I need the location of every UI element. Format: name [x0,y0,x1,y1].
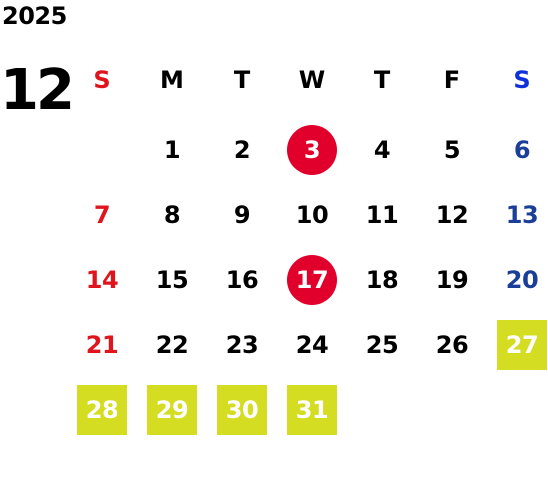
weekday-fri: F [443,66,461,94]
month-label: 12 [0,58,75,123]
day-27: 27 [497,320,547,370]
day-5: 5 [443,136,461,164]
day-25: 25 [365,331,399,359]
weekday-tue: T [233,66,251,94]
day-12: 12 [435,201,469,229]
day-28: 28 [77,385,127,435]
day-2: 2 [233,136,251,164]
day-10: 10 [295,201,329,229]
day-23: 23 [225,331,259,359]
day-1: 1 [163,136,181,164]
day-15: 15 [155,266,189,294]
day-13: 13 [505,201,539,229]
day-22: 22 [155,331,189,359]
day-26: 26 [435,331,469,359]
day-17: 17 [287,255,337,305]
day-16: 16 [225,266,259,294]
day-14: 14 [85,266,119,294]
weekday-thu: T [373,66,391,94]
weekday-sun: S [93,66,111,94]
day-21: 21 [85,331,119,359]
day-9: 9 [233,201,251,229]
weekday-wed: W [298,66,326,94]
weekday-mon: M [160,66,184,94]
day-20: 20 [505,266,539,294]
weekday-sat: S [513,66,531,94]
day-7: 7 [93,201,111,229]
day-18: 18 [365,266,399,294]
day-24: 24 [295,331,329,359]
day-11: 11 [365,201,399,229]
day-6: 6 [513,136,531,164]
day-19: 19 [435,266,469,294]
day-30: 30 [217,385,267,435]
day-29: 29 [147,385,197,435]
day-3: 3 [287,125,337,175]
day-31: 31 [287,385,337,435]
day-8: 8 [163,201,181,229]
day-4: 4 [373,136,391,164]
year-label: 2025 [2,2,67,30]
